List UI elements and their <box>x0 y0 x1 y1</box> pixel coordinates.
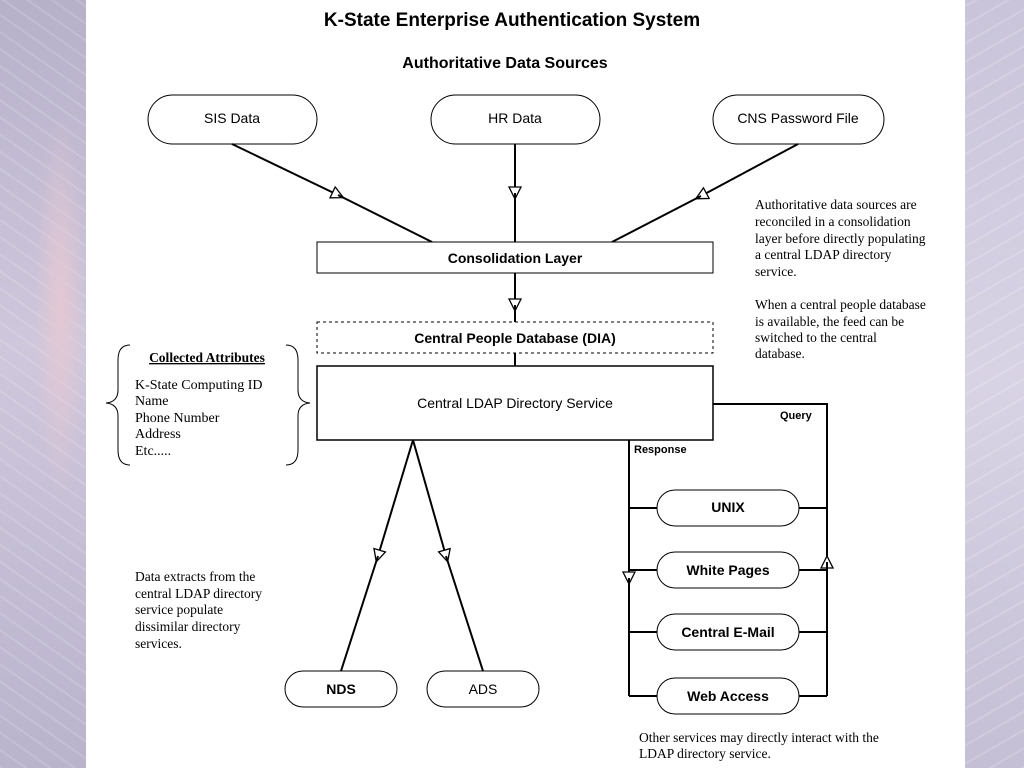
service-label: Central E-Mail <box>681 624 774 640</box>
diagram-subtitle: Authoritative Data Sources <box>402 55 607 72</box>
page-title: K-State Enterprise Authentication System <box>324 10 700 31</box>
note-line: When a central people database <box>755 297 926 312</box>
service-white-pages: White Pages <box>656 551 800 589</box>
note-line: Data extracts from the <box>135 569 255 584</box>
note-line: reconciled in a consolidation <box>755 214 911 229</box>
source-label: CNS Password File <box>737 110 859 126</box>
source-hr: HR Data <box>430 94 601 145</box>
source-label: SIS Data <box>204 110 260 126</box>
attribute-item: Etc..... <box>135 444 171 459</box>
arrow-to-ads <box>412 439 446 556</box>
collected-attributes-heading: Collected Attributes <box>149 350 265 365</box>
query-label: Query <box>780 410 813 422</box>
query-line-top <box>713 403 828 577</box>
note-line: service. <box>755 264 797 279</box>
consolidation-layer-box: Consolidation Layer <box>316 241 714 274</box>
note-line: LDAP directory service. <box>639 746 771 761</box>
note-line: central LDAP directory <box>135 586 262 601</box>
central-people-db-label: Central People Database (DIA) <box>414 330 616 346</box>
note-line: service populate <box>135 602 223 617</box>
service-central-email: Central E-Mail <box>656 613 800 651</box>
note-line: a central LDAP directory <box>755 247 892 262</box>
collected-attributes-list: K-State Computing ID Name Phone Number A… <box>135 378 263 459</box>
note-line: services. <box>135 636 182 651</box>
line-cns <box>611 195 702 243</box>
response-label: Response <box>634 444 687 456</box>
extract-connectors <box>340 439 484 672</box>
attributes-braces <box>105 344 311 466</box>
note-line: switched to the central <box>755 330 877 345</box>
line-to-ads <box>445 555 484 672</box>
ldap-service-label: Central LDAP Directory Service <box>417 395 613 411</box>
attribute-item: Phone Number <box>135 411 220 426</box>
right-brace <box>285 344 311 466</box>
service-label: Web Access <box>687 688 769 704</box>
note-line: Other services may directly interact wit… <box>639 730 879 745</box>
attribute-item: Address <box>135 427 181 442</box>
note-line: is available, the feed can be <box>755 314 904 329</box>
background-left-strip <box>0 0 86 768</box>
note-top: Authoritative data sources are reconcile… <box>755 197 926 361</box>
target-label: ADS <box>469 681 498 697</box>
line-to-nds <box>340 555 379 672</box>
service-unix: UNIX <box>656 489 800 527</box>
source-connectors <box>231 143 799 243</box>
source-label: HR Data <box>488 110 542 126</box>
note-line: layer before directly populating <box>755 231 926 246</box>
arrow-cns <box>701 143 799 196</box>
central-people-db-box: Central People Database (DIA) <box>316 321 714 354</box>
service-label: White Pages <box>686 562 769 578</box>
ldap-service-box: Central LDAP Directory Service <box>316 365 714 441</box>
target-label: NDS <box>326 681 356 697</box>
service-web-access: Web Access <box>656 677 800 715</box>
attribute-item: K-State Computing ID <box>135 378 263 393</box>
note-bottom: Other services may directly interact wit… <box>639 730 879 761</box>
attribute-item: Name <box>135 394 168 409</box>
source-cns: CNS Password File <box>712 94 885 145</box>
source-sis: SIS Data <box>147 94 318 145</box>
note-line: dissimilar directory <box>135 619 241 634</box>
arrow-to-nds <box>378 439 414 556</box>
note-line: Authoritative data sources are <box>755 197 917 212</box>
consolidation-layer-label: Consolidation Layer <box>448 250 583 266</box>
arrow-sis <box>231 143 338 195</box>
left-brace <box>105 344 131 466</box>
service-label: UNIX <box>711 499 745 515</box>
line-sis <box>337 194 433 243</box>
background-right-strip <box>965 0 1024 768</box>
note-line: database. <box>755 346 805 361</box>
query-response-bus <box>629 403 828 697</box>
note-left: Data extracts from the central LDAP dire… <box>135 569 262 651</box>
target-nds: NDS <box>284 670 398 708</box>
target-ads: ADS <box>426 670 540 708</box>
